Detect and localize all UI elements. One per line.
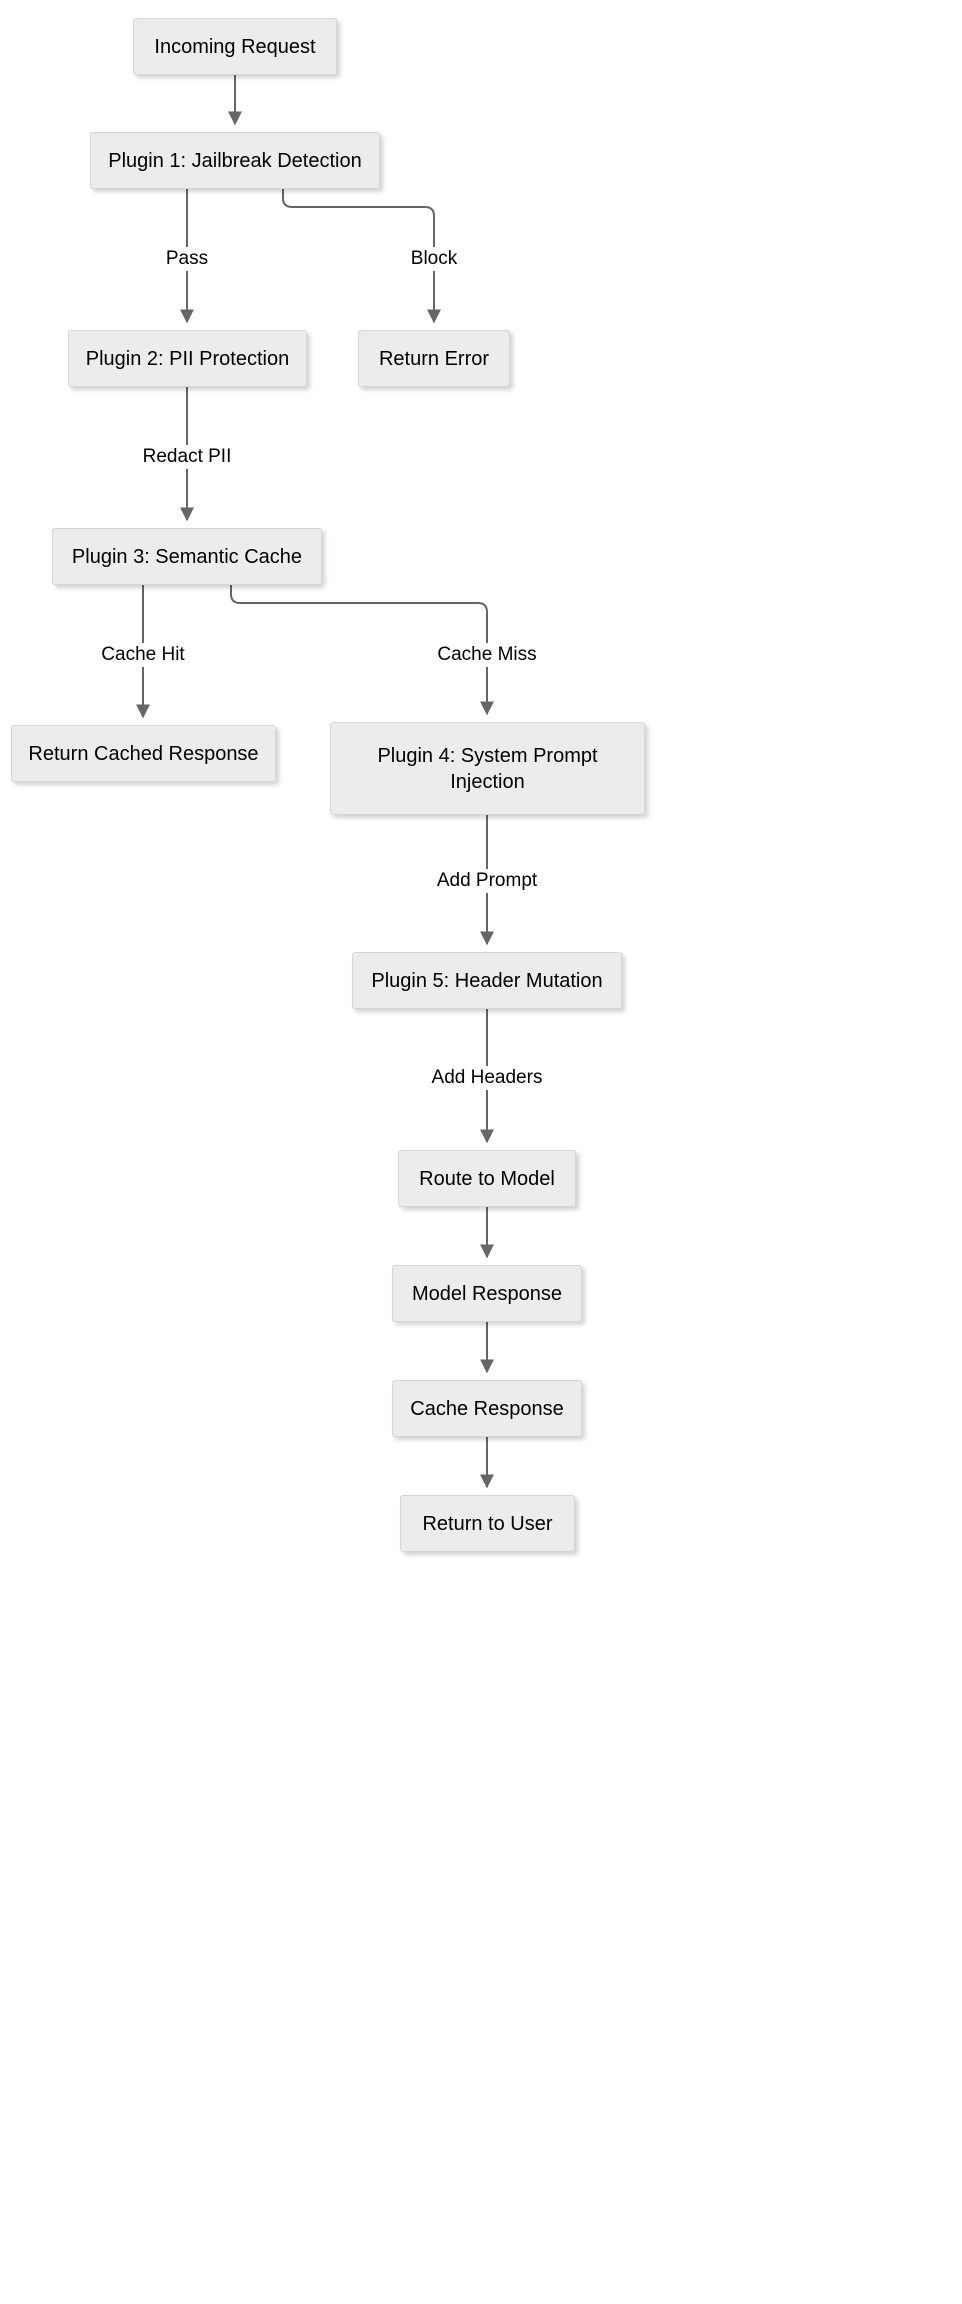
edge-label-cache-hit: Cache Hit <box>96 643 190 667</box>
node-return-error[interactable]: Return Error <box>358 330 510 387</box>
node-route-to-model-label: Route to Model <box>419 1167 555 1190</box>
node-plugin-2-pii-protection[interactable]: Plugin 2: PII Protection <box>68 330 307 387</box>
node-plugin-5-label: Plugin 5: Header Mutation <box>371 969 603 992</box>
node-return-to-user-label: Return to User <box>422 1512 553 1535</box>
node-plugin-4-system-prompt-injection[interactable]: Plugin 4: System Prompt Injection <box>330 722 645 815</box>
node-return-cached-response-label: Return Cached Response <box>28 742 259 765</box>
node-model-response[interactable]: Model Response <box>392 1265 582 1322</box>
edge-label-pass: Pass <box>160 247 214 271</box>
node-cache-response[interactable]: Cache Response <box>392 1380 582 1437</box>
node-plugin-3-label: Plugin 3: Semantic Cache <box>71 545 303 568</box>
node-incoming-request-label: Incoming Request <box>154 35 316 58</box>
edge-label-add-prompt: Add Prompt <box>431 869 543 893</box>
node-plugin-4-label: Plugin 4: System Prompt Injection <box>377 744 598 793</box>
node-plugin-1-label: Plugin 1: Jailbreak Detection <box>108 149 362 172</box>
node-return-error-label: Return Error <box>378 347 490 370</box>
edge-label-add-headers: Add Headers <box>426 1066 548 1090</box>
node-return-cached-response[interactable]: Return Cached Response <box>11 725 276 782</box>
edge-label-block: Block <box>405 247 463 271</box>
node-return-to-user[interactable]: Return to User <box>400 1495 575 1552</box>
node-plugin-1-jailbreak-detection[interactable]: Plugin 1: Jailbreak Detection <box>90 132 380 189</box>
node-cache-response-label: Cache Response <box>410 1397 564 1420</box>
node-plugin-5-header-mutation[interactable]: Plugin 5: Header Mutation <box>352 952 622 1009</box>
node-incoming-request[interactable]: Incoming Request <box>133 18 337 75</box>
node-plugin-2-label: Plugin 2: PII Protection <box>85 347 290 370</box>
node-plugin-3-semantic-cache[interactable]: Plugin 3: Semantic Cache <box>52 528 322 585</box>
edge-label-redact-pii: Redact PII <box>137 445 237 469</box>
edge-label-cache-miss: Cache Miss <box>432 643 542 667</box>
node-route-to-model[interactable]: Route to Model <box>398 1150 576 1207</box>
node-model-response-label: Model Response <box>411 1282 563 1305</box>
